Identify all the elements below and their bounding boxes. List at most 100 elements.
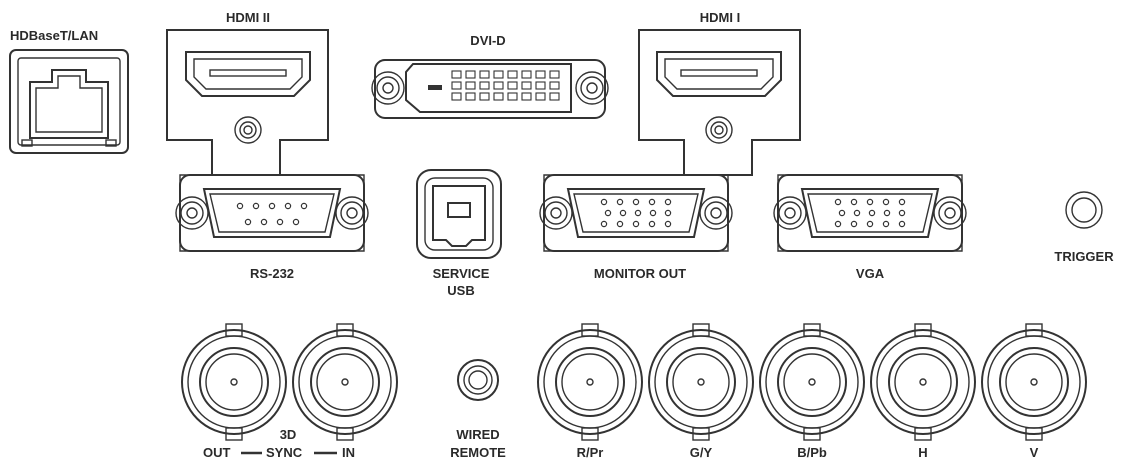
vga-pin bbox=[664, 209, 672, 217]
vga-pin bbox=[838, 209, 846, 217]
vga-pin bbox=[866, 220, 874, 228]
dvi-pin bbox=[507, 70, 518, 79]
vga-pin bbox=[664, 220, 672, 228]
r-pr-bnc[interactable] bbox=[537, 323, 643, 441]
dvi-pin bbox=[493, 92, 504, 101]
dvi-pin bbox=[549, 70, 560, 79]
rs232-pin bbox=[244, 218, 252, 226]
vga-pin bbox=[616, 198, 624, 206]
h-bnc[interactable] bbox=[870, 323, 976, 441]
dvi-pin bbox=[493, 81, 504, 90]
vga-pin bbox=[600, 198, 608, 206]
vga-pin bbox=[850, 198, 858, 206]
dvi-pin bbox=[465, 92, 476, 101]
3d-label: 3D bbox=[279, 427, 297, 442]
vga-pin bbox=[853, 209, 861, 217]
vga-pin bbox=[868, 209, 876, 217]
vga-pin bbox=[632, 220, 640, 228]
rs232-pin bbox=[268, 202, 276, 210]
dvi-pin bbox=[507, 92, 518, 101]
vga-pin bbox=[883, 209, 891, 217]
hdbaset-label: HDBaseT/LAN bbox=[10, 28, 99, 43]
v-label: V bbox=[1029, 445, 1039, 460]
trigger-label: TRIGGER bbox=[1054, 249, 1114, 264]
monitor-out-label: MONITOR OUT bbox=[593, 266, 687, 281]
vga-pin bbox=[882, 220, 890, 228]
vga-pin bbox=[866, 198, 874, 206]
hdmi-i-label: HDMI I bbox=[699, 10, 741, 25]
vga-pin bbox=[898, 209, 906, 217]
vga-pin bbox=[604, 209, 612, 217]
vga-pin bbox=[632, 198, 640, 206]
g-y-label: G/Y bbox=[689, 445, 713, 460]
vga-pin bbox=[850, 220, 858, 228]
wired-remote-label-1: WIRED bbox=[456, 427, 500, 442]
dvi-pin bbox=[535, 81, 546, 90]
hdmi-i-port[interactable] bbox=[638, 29, 801, 176]
b-pb-bnc[interactable] bbox=[759, 323, 865, 441]
rs232-pin bbox=[276, 218, 284, 226]
h-label: H bbox=[918, 445, 928, 460]
dvi-pin bbox=[535, 70, 546, 79]
dvi-d-port[interactable] bbox=[371, 59, 609, 119]
dvi-pin bbox=[521, 70, 532, 79]
monitor-out-port[interactable] bbox=[540, 175, 732, 251]
vga-pin bbox=[634, 209, 642, 217]
service-usb-label-1: SERVICE bbox=[432, 266, 490, 281]
dvi-pin bbox=[549, 81, 560, 90]
sync-in-label: IN bbox=[342, 445, 355, 460]
service-usb-label-2: USB bbox=[447, 283, 475, 298]
service-usb-port[interactable] bbox=[416, 169, 502, 259]
rs232-pin bbox=[292, 218, 300, 226]
rs232-pin bbox=[300, 202, 308, 210]
dvi-pin bbox=[549, 92, 560, 101]
r-pr-label: R/Pr bbox=[576, 445, 604, 460]
rs232-pin bbox=[260, 218, 268, 226]
wired-remote-label-2: REMOTE bbox=[450, 445, 506, 460]
rs232-pin bbox=[252, 202, 260, 210]
dvi-pin bbox=[479, 92, 490, 101]
dvi-pin bbox=[465, 81, 476, 90]
vga-port[interactable] bbox=[774, 175, 966, 251]
b-pb-label: B/Pb bbox=[797, 445, 827, 460]
vga-pin bbox=[648, 220, 656, 228]
sync-label: SYNC bbox=[266, 445, 303, 460]
rs232-port[interactable] bbox=[176, 175, 368, 251]
v-bnc[interactable] bbox=[981, 323, 1087, 441]
vga-pin bbox=[834, 220, 842, 228]
dvi-pin bbox=[479, 81, 490, 90]
vga-pin bbox=[619, 209, 627, 217]
dvi-pin bbox=[507, 81, 518, 90]
sync-out-label: OUT bbox=[203, 445, 231, 460]
vga-pin bbox=[834, 198, 842, 206]
dvi-pin bbox=[451, 70, 462, 79]
dvi-pin bbox=[521, 92, 532, 101]
vga-pin bbox=[898, 220, 906, 228]
vga-label: VGA bbox=[855, 266, 885, 281]
wired-remote-jack[interactable] bbox=[457, 359, 499, 401]
hdmi-ii-port[interactable] bbox=[166, 29, 329, 176]
dvi-d-label: DVI-D bbox=[470, 33, 506, 48]
g-y-bnc[interactable] bbox=[648, 323, 754, 441]
dvi-pin bbox=[479, 70, 490, 79]
rs232-label: RS-232 bbox=[249, 266, 295, 281]
dvi-pin bbox=[493, 70, 504, 79]
dvi-pin bbox=[465, 70, 476, 79]
trigger-jack[interactable] bbox=[1065, 191, 1103, 229]
dvi-pin bbox=[451, 92, 462, 101]
vga-pin bbox=[649, 209, 657, 217]
dvi-pin bbox=[521, 81, 532, 90]
vga-pin bbox=[648, 198, 656, 206]
hdbaset-lan-port[interactable] bbox=[9, 49, 129, 154]
hdmi-ii-label: HDMI II bbox=[225, 10, 271, 25]
rs232-pin bbox=[236, 202, 244, 210]
rs232-pin bbox=[284, 202, 292, 210]
3d-sync-in-bnc[interactable] bbox=[292, 323, 398, 441]
3d-sync-out-bnc[interactable] bbox=[181, 323, 287, 441]
vga-pin bbox=[898, 198, 906, 206]
vga-pin bbox=[616, 220, 624, 228]
dvi-pin bbox=[451, 81, 462, 90]
vga-pin bbox=[664, 198, 672, 206]
vga-pin bbox=[600, 220, 608, 228]
